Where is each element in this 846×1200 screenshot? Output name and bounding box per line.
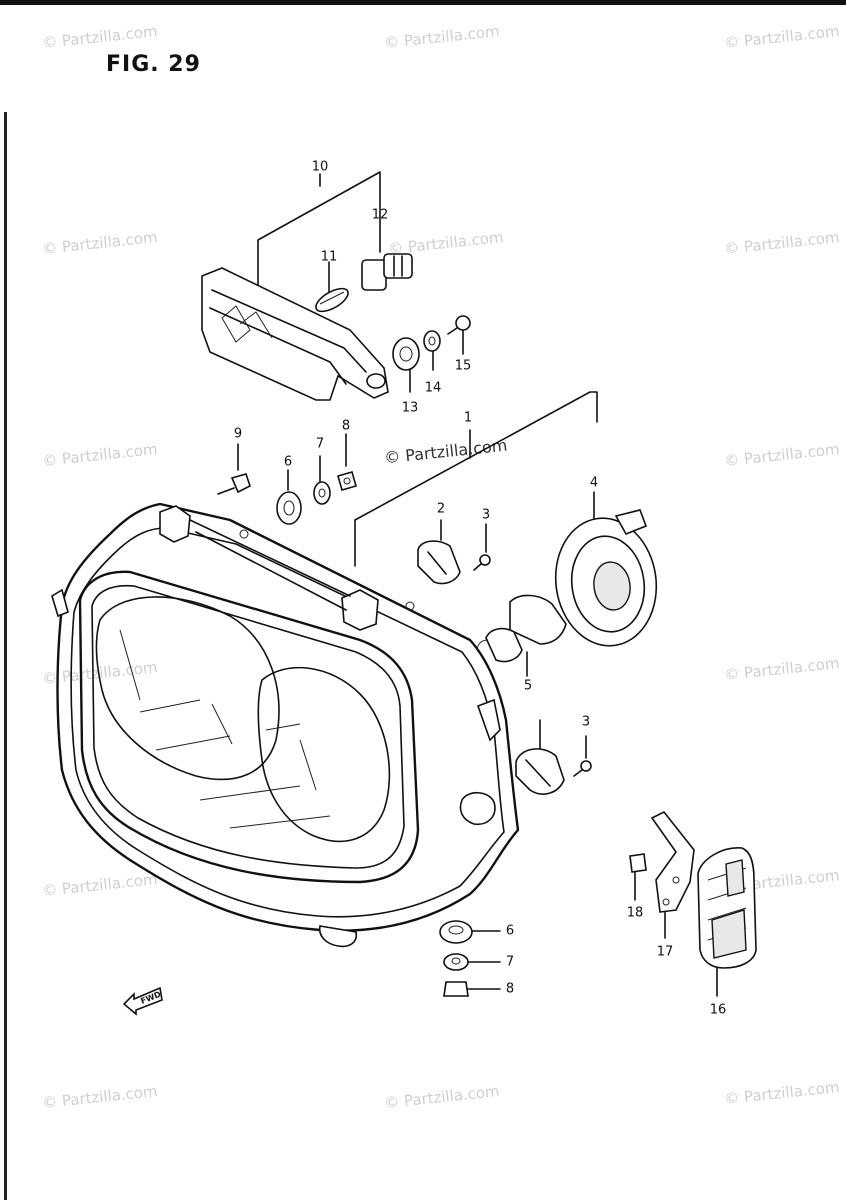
callout-7-lower: 7 <box>505 954 515 970</box>
callout-12: 12 <box>371 207 389 223</box>
mounting-hardware-lower <box>440 921 472 996</box>
side-reflector <box>698 848 756 968</box>
headlight-assembly <box>52 504 518 946</box>
callout-8-lower: 8 <box>505 981 515 997</box>
position-lamp-housing <box>202 268 388 400</box>
headlight-bulb <box>477 595 566 661</box>
bulb-socket <box>362 254 412 290</box>
callout-16: 16 <box>709 1002 727 1018</box>
top-border-rule <box>0 0 846 5</box>
upper-fasteners <box>393 316 470 370</box>
left-border-rule <box>4 112 7 1200</box>
callout-1: 1 <box>463 410 473 426</box>
dust-cover <box>548 510 665 652</box>
callout-17: 17 <box>656 944 674 960</box>
callout-15: 15 <box>454 358 472 374</box>
callout-6-lower: 6 <box>505 923 515 939</box>
callout-10: 10 <box>311 159 329 175</box>
callout-5: 5 <box>523 678 533 694</box>
figure-title: FIG. 29 <box>106 52 201 77</box>
bulb-holder-clip-upper <box>418 541 490 583</box>
callout-3-lower: 3 <box>581 714 591 730</box>
callout-14: 14 <box>424 380 442 396</box>
callout-6: 6 <box>283 454 293 470</box>
leader-lines <box>238 172 717 996</box>
mounting-hardware-upper <box>218 472 356 524</box>
side-reflector-bracket <box>630 812 694 912</box>
callout-4: 4 <box>589 475 599 491</box>
bulb-holder-clip-lower <box>516 749 591 794</box>
callout-18: 18 <box>626 905 644 921</box>
callout-2: 2 <box>436 501 446 517</box>
lamp-bulb <box>312 284 351 316</box>
callout-7: 7 <box>315 436 325 452</box>
callout-8: 8 <box>341 418 351 434</box>
callout-11: 11 <box>320 249 338 265</box>
callout-3: 3 <box>481 507 491 523</box>
callout-9: 9 <box>233 426 243 442</box>
forward-direction-arrow: FWD <box>124 988 162 1014</box>
callout-13: 13 <box>401 400 419 416</box>
